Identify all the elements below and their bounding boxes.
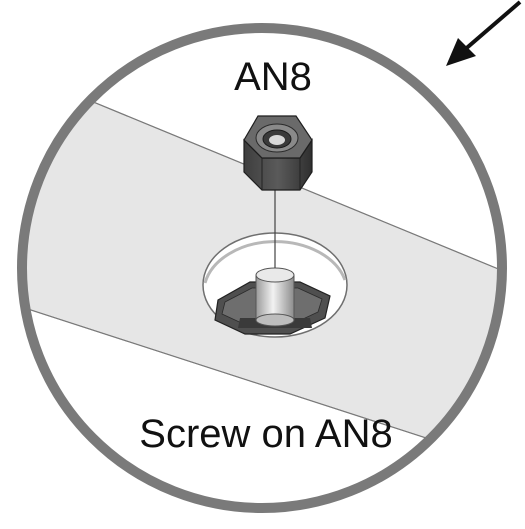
instruction-label: Screw on AN8 <box>139 412 392 456</box>
part-label: AN8 <box>234 55 312 99</box>
arrow-icon <box>446 0 522 66</box>
threaded-stud <box>255 267 295 327</box>
detail-circle-frame <box>17 23 507 513</box>
hex-nut-icon <box>243 115 313 191</box>
